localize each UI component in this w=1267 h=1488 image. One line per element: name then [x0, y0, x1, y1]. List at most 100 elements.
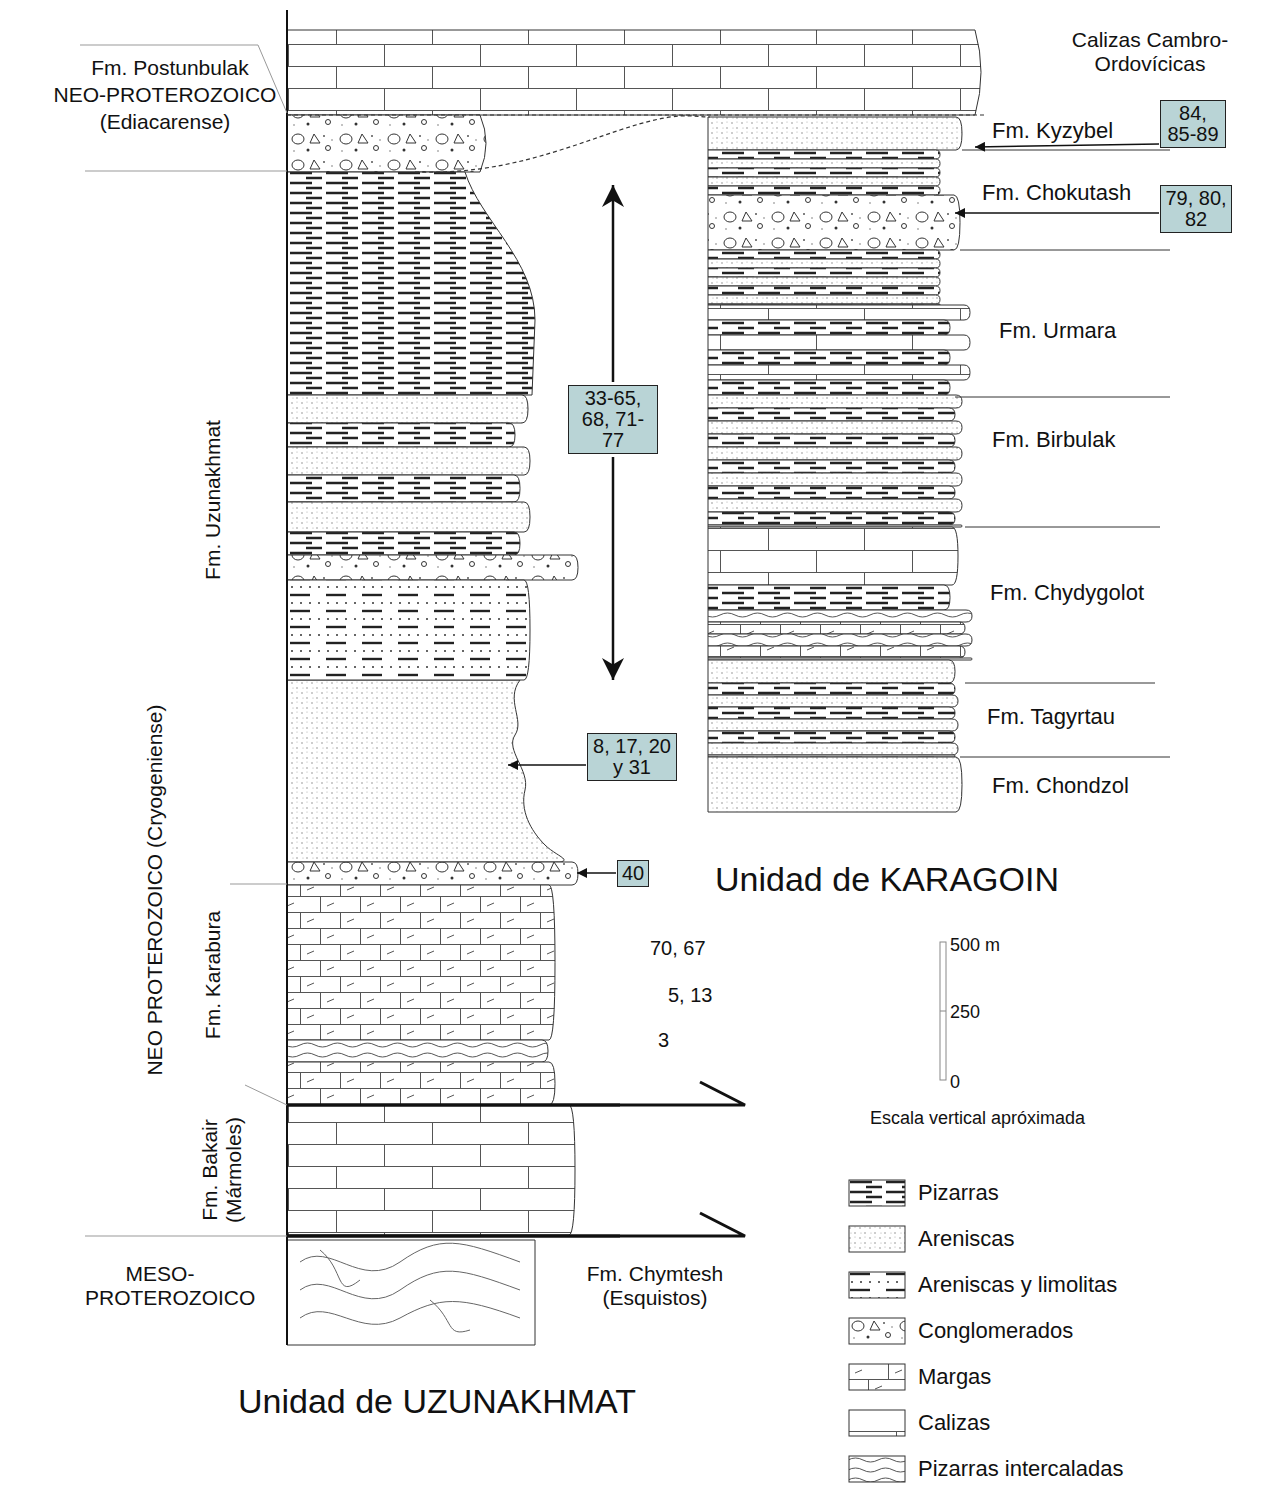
rock-bed [708, 305, 970, 320]
sample-number: 70, 67 [650, 937, 706, 960]
legend-text: Pizarras [918, 1180, 999, 1206]
rock-bed [708, 660, 955, 683]
rock-bed [287, 555, 578, 580]
legend-row: Conglomerados [848, 1316, 1073, 1346]
formation-name: Fm. Kyzybel [990, 118, 1115, 143]
legend-swatch [848, 1225, 906, 1253]
callout-number: 8, 17, 20 y 31 [592, 736, 672, 778]
rock-bed [708, 421, 962, 434]
rock-bed [708, 695, 958, 707]
leader-arrow [612, 457, 615, 680]
scale-label: 500 m [950, 935, 1000, 956]
formation-name: Fm. Chydygolot [988, 580, 1146, 605]
rock-bed [708, 512, 955, 525]
formation-name: Fm. Urmara [997, 318, 1118, 343]
rock-bed [708, 365, 970, 380]
rock-bed [708, 719, 958, 731]
sample-number: 5, 13 [668, 984, 712, 1007]
leader-arrow [955, 212, 1159, 214]
rock-bed [708, 622, 965, 634]
boundary-line [287, 114, 985, 115]
legend-row: Pizarras intercaladas [848, 1454, 1123, 1484]
rock-bed [287, 1240, 535, 1345]
rock-bed [708, 731, 955, 743]
rock-bed [708, 447, 962, 460]
rock-bed [708, 250, 940, 259]
rock-bed [287, 447, 530, 475]
legend-swatch [849, 1456, 905, 1482]
legend-swatch [849, 1364, 905, 1390]
rock-bed [287, 1105, 575, 1235]
legend-swatch [848, 1363, 906, 1391]
scale-bar [940, 942, 946, 1080]
rock-bed [708, 320, 950, 335]
rock-bed [708, 150, 940, 159]
beds [287, 117, 972, 1235]
schist-fold [300, 1302, 520, 1325]
custom-beds [287, 30, 981, 1345]
rock-bed [708, 683, 955, 695]
legend-text: Calizas [918, 1410, 990, 1436]
era-label: NEO-PROTEROZOICO [54, 83, 277, 107]
schist-fold [300, 1243, 520, 1271]
legend-row: Areniscas y limolitas [848, 1270, 1117, 1300]
rock-bed [708, 634, 972, 646]
legend-row: Areniscas [848, 1224, 1015, 1254]
rock-bed [708, 707, 955, 719]
legend-swatch [849, 1272, 905, 1298]
rock-bed [708, 177, 940, 186]
legend-swatch [849, 1226, 905, 1252]
rock-bed [287, 1062, 555, 1105]
rock-bed [287, 395, 528, 423]
callout-number: 79, 80, 82 [1165, 188, 1227, 230]
legend-text: Pizarras intercaladas [918, 1456, 1123, 1482]
rock-bed [708, 486, 955, 499]
unit-title: Unidad de KARAGOIN [715, 860, 1059, 899]
formation-name: Fm. Karabura [201, 911, 225, 1039]
callout-box: 8, 17, 20 y 31 [587, 733, 677, 781]
legend-row: Margas [848, 1362, 991, 1392]
rock-bed [708, 434, 955, 447]
formation-name: Fm. Chokutash [980, 180, 1133, 205]
legend-text: Areniscas [918, 1226, 1015, 1252]
rock-bed [287, 115, 486, 172]
rock-bed [287, 502, 530, 532]
rock-bed [708, 610, 972, 622]
rock-bed [708, 277, 940, 286]
scale-bar [940, 942, 946, 1080]
leader-arrow [577, 872, 616, 874]
boundary-line [965, 527, 1160, 528]
boundary-line [955, 397, 1170, 398]
rock-bed [708, 527, 958, 585]
scale-label: 250 [950, 1002, 980, 1023]
rock-bed [287, 172, 535, 395]
schist-fold [430, 1300, 470, 1332]
callout-number: 33-65, 68, 71-77 [573, 388, 653, 451]
rock-bed [287, 423, 515, 447]
legend-swatch [848, 1317, 906, 1345]
formation-name: Fm. Chymtesh (Esquistos) [568, 1262, 743, 1310]
boundary-line [85, 171, 287, 172]
rock-bed [708, 286, 940, 295]
rock-bed [708, 499, 962, 512]
schist-fold [300, 1271, 520, 1299]
boundary-line [965, 683, 1155, 684]
legend-swatch [848, 1455, 906, 1483]
legend-row: Calizas [848, 1408, 990, 1438]
rock-bed [287, 862, 578, 885]
unit-title: Unidad de UZUNAKHMAT [238, 1382, 636, 1421]
rock-bed [708, 268, 940, 277]
scale-tick [940, 1011, 946, 1012]
rock-bed [708, 460, 955, 473]
schist-fold [320, 1250, 360, 1287]
rock-bed [708, 585, 950, 610]
leader-arrow [508, 764, 586, 766]
legend-swatch [848, 1409, 906, 1437]
boundary-line [230, 884, 287, 885]
boundary-line [245, 1085, 287, 1105]
callout-number: 40 [622, 863, 644, 884]
legend-text: Conglomerados [918, 1318, 1073, 1344]
callout-box: 40 [617, 860, 649, 887]
rock-bed [708, 159, 940, 168]
